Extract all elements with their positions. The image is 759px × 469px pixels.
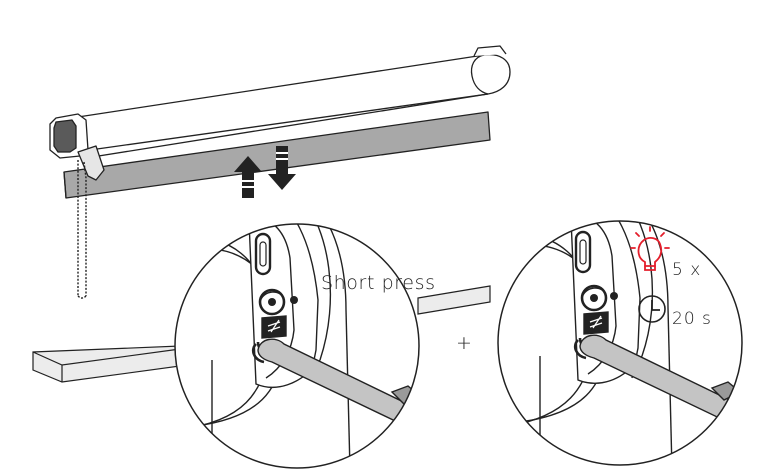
magnifier-right [497,220,743,466]
bead-chain [77,160,87,299]
short-press-label: Short press [321,272,436,294]
up-down-arrows [234,146,296,198]
clock-icon [638,295,666,323]
blink-count-label: 5 x [672,260,702,280]
plus-sign: + [456,332,472,354]
wall-bar [32,285,491,383]
blinking-bulb-icon [630,226,670,271]
roller-tube [77,54,511,159]
duration-label: 20 s [672,309,712,329]
magnifier-left [174,223,420,469]
